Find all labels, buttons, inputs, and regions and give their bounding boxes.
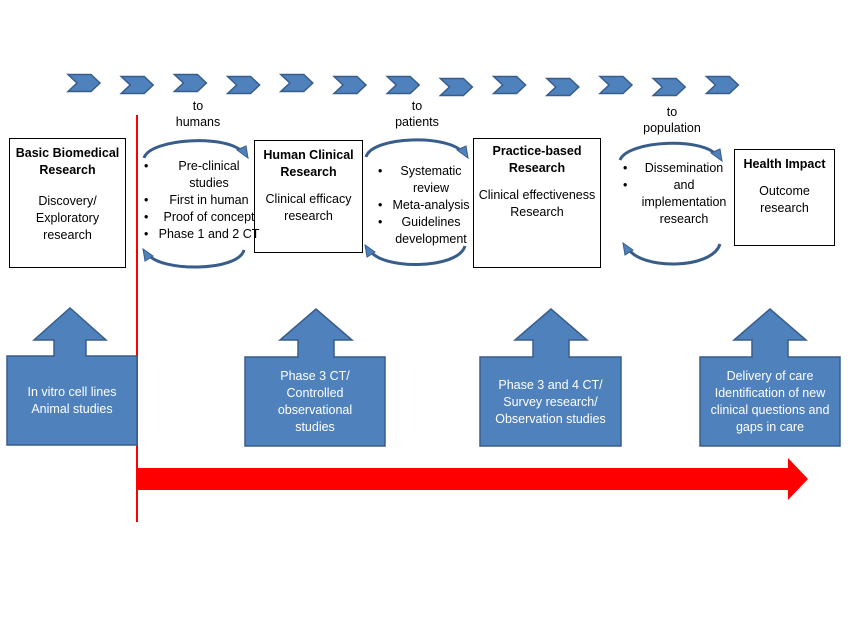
evidence-arrow-4 — [699, 308, 841, 447]
t2-bullet: Meta-analysis — [378, 197, 470, 214]
stage-practice-body: Clinical effectiveness Research — [478, 188, 596, 219]
chevron-shape — [119, 75, 155, 95]
evidence-arrow-1 — [6, 306, 138, 446]
cycle-arrow-t3-top — [618, 141, 719, 161]
stage-basic-research: Basic Biomedical Research Discovery/ Exp… — [9, 138, 126, 268]
stage-health-title: Health Impact — [743, 157, 826, 171]
evidence-arrow-2 — [244, 308, 386, 447]
t3-bullet: Dissemination — [623, 160, 731, 177]
t2-bullet: Systematic review — [378, 163, 470, 197]
chevron-shape — [66, 73, 102, 93]
connector-to-humans: to humans — [175, 99, 221, 129]
chevron-shape — [278, 73, 314, 93]
chevron-shape — [438, 77, 474, 97]
stage-human-body: Clinical efficacy research — [265, 192, 352, 223]
cycle-arrowhead-t3-bottom — [622, 241, 634, 256]
cycle-arrowhead-t2-top — [456, 145, 469, 160]
chevron-row — [66, 73, 740, 97]
stage-basic-title: Basic Biomedical Research — [15, 146, 120, 177]
chevron-shape — [491, 75, 527, 95]
cycle-arrow-t1-top — [142, 139, 245, 159]
chevron-shape — [651, 77, 687, 97]
evidence-text-3: Phase 3 and 4 CT/ Survey research/ Obser… — [495, 377, 606, 426]
chevron-shape — [544, 77, 580, 97]
t1-bullet-list: Pre-clinical studies First in human Proo… — [144, 158, 260, 243]
evidence-text-2: Phase 3 CT/ Controlled observational stu… — [277, 369, 353, 434]
cycle-arrow-t1-bottom — [146, 249, 246, 269]
stage-human-clinical: Human Clinical Research Clinical efficac… — [254, 140, 363, 253]
evidence-text-1: In vitro cell lines Animal studies — [27, 385, 117, 416]
cycle-arrow-t2-bottom — [368, 245, 467, 266]
progress-arrow — [137, 458, 808, 500]
chevron-shape — [332, 75, 368, 95]
t1-bullet: Pre-clinical studies — [144, 158, 260, 192]
stage-practice-title: Practice-based Research — [492, 144, 582, 175]
cycle-arrowhead-t2-bottom — [364, 243, 376, 258]
t3-bullet-list: Dissemination and implementation researc… — [623, 160, 731, 228]
chevron-shape — [385, 75, 421, 95]
stage-health-body: Outcome research — [759, 184, 810, 215]
stage-basic-body: Discovery/ Exploratory research — [35, 194, 100, 242]
connector-to-population: to population — [643, 105, 701, 135]
evidence-arrows — [6, 306, 841, 447]
stage-health-impact: Health Impact Outcome research — [734, 149, 835, 246]
t1-bullet: Proof of concept — [144, 209, 260, 226]
connector-to-patients: to patients — [395, 99, 439, 129]
chevron-shape — [704, 75, 740, 95]
t3-bullet: and implementation research — [623, 177, 731, 228]
t2-bullet: Guidelines development — [378, 214, 470, 248]
t2-bullet-list: Systematic review Meta-analysis Guidelin… — [378, 163, 470, 248]
cycle-arrow-t3-bottom — [626, 243, 722, 266]
cycle-arrow-t2-top — [364, 138, 465, 158]
t1-bullet: Phase 1 and 2 CT — [144, 226, 260, 243]
chevron-shape — [598, 75, 634, 95]
chevron-shape — [172, 73, 208, 93]
evidence-text-4: Delivery of care Identification of new c… — [710, 369, 830, 434]
cycle-arrowhead-t1-bottom — [142, 247, 154, 262]
stage-human-title: Human Clinical Research — [263, 148, 354, 179]
evidence-arrow-3 — [479, 308, 622, 447]
cycle-arrowhead-t3-top — [710, 148, 723, 163]
t1-bullet: First in human — [144, 192, 260, 209]
cycle-arrows — [142, 138, 723, 269]
chevron-shape — [225, 75, 261, 95]
cycle-arrowhead-t1-top — [236, 145, 249, 160]
stage-practice-based: Practice-based Research Clinical effecti… — [473, 138, 601, 268]
